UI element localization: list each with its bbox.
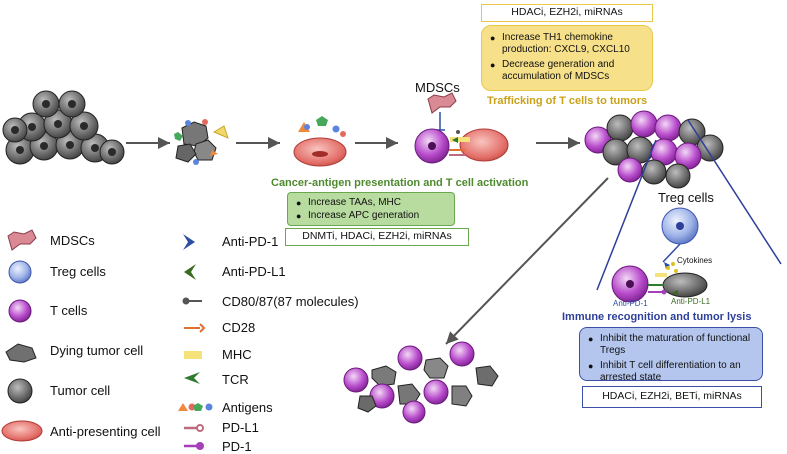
tumor-mass [2, 90, 125, 165]
antigen-dot [193, 159, 199, 165]
antigen-triangle [210, 150, 218, 156]
dying-tumor-cluster [174, 119, 229, 165]
anti-pd1-label: Anti-PD-1 [613, 299, 648, 308]
legend-label-pd1: PD-1 [222, 439, 252, 454]
cd80-icon [182, 297, 190, 305]
tcell-apc-synapse [414, 128, 509, 164]
trafficking-drug-box: HDACi, EZH2i, miRNAs [481, 4, 653, 22]
immune-bullet-list: Inhibit the maturation of functional Tre… [586, 333, 756, 384]
anti-pd1-icon [183, 234, 195, 250]
bullet-item: Decrease generation and accumulation of … [488, 59, 646, 83]
tumor-cell [69, 111, 99, 141]
legend-label-tcr: TCR [222, 372, 249, 387]
tumor-cell [58, 90, 86, 118]
immune-header: Immune recognition and tumor lysis [562, 311, 752, 323]
mhc-molecule [450, 137, 470, 142]
tumor-cell [43, 109, 73, 139]
trafficking-bullet-box: Increase TH1 chemokine production: CXCL9… [481, 25, 653, 91]
mdscs-legend-icon [7, 229, 37, 251]
antigen-pentagon [174, 132, 183, 141]
tumor-cell [2, 117, 28, 143]
legend-label-mdscs: MDSCs [50, 233, 95, 248]
legend-label-anti-pd1: Anti-PD-1 [222, 234, 279, 249]
tumor-legend-icon [7, 378, 33, 404]
antigen-triangle-icon [178, 403, 188, 411]
zoom-line [687, 119, 782, 265]
legend-label-antigens: Antigens [222, 400, 273, 415]
zoom-line [596, 139, 657, 291]
antigen-header: Cancer-antigen presentation and T cell a… [271, 177, 529, 189]
trafficking-bullet-list: Increase TH1 chemokine production: CXCL9… [488, 32, 646, 83]
bullet-item: Increase TH1 chemokine production: CXCL9… [488, 32, 646, 56]
mdsc-cell [427, 92, 457, 114]
tcr-receptor [452, 137, 458, 143]
anti-pdl1-label: Anti-PD-L1 [671, 297, 711, 306]
bullet-item: Inhibit T cell differentiation to an arr… [586, 360, 756, 384]
treg-label: Treg cells [658, 190, 714, 205]
tumor-cell [99, 139, 125, 165]
bullet-item: Increase TAAs, MHC [294, 197, 448, 209]
trafficking-header: Trafficking of T cells to tumors [487, 95, 648, 107]
treg-legend-icon [8, 260, 32, 284]
mdscs-label: MDSCs [415, 80, 460, 95]
mhc-icon [184, 351, 202, 359]
legend-icons-right [178, 234, 213, 450]
cytokines-label: Cytokines [677, 256, 713, 265]
treg-interaction [611, 207, 708, 303]
antigen-bullet-list: Increase TAAs, MHC Increase APC generati… [294, 197, 448, 222]
legend-icons-left [1, 229, 43, 442]
flow-arrow [445, 177, 609, 345]
legend-label-pdl1: PD-L1 [222, 420, 259, 435]
tcell-legend-icon [8, 299, 32, 323]
bullet-item: Increase APC generation [294, 210, 448, 222]
antigen-drug-box: DNMTi, HDACi, EZH2i, miRNAs [285, 228, 469, 246]
antigen-dot [185, 120, 191, 126]
apc-legend-icon [1, 420, 43, 442]
dying-tumor-tcell-cluster [343, 341, 499, 424]
legend-label-dying-tumor: Dying tumor cell [50, 343, 144, 358]
tumor-cell [32, 90, 60, 118]
dying-tumor-legend-icon [5, 343, 37, 363]
tcr-icon [184, 372, 200, 384]
anti-pdl1-icon [184, 264, 196, 280]
tumor-tcell-mix [584, 110, 724, 189]
legend-label-anti-pdl1: Anti-PD-L1 [222, 264, 286, 279]
antigen-dot [202, 119, 208, 125]
legend-label-apc: Anti-presenting cell [50, 424, 161, 439]
legend-label-treg: Treg cells [50, 264, 106, 279]
legend-label-cd28: CD28 [222, 320, 256, 335]
legend-label-cd80: CD80/87(87 molecules) [222, 294, 359, 309]
legend-label-mhc: MHC [222, 347, 252, 362]
bullet-item: Inhibit the maturation of functional Tre… [586, 333, 756, 357]
legend-label-tcells: T cells [50, 303, 88, 318]
immune-bullet-box: Inhibit the maturation of functional Tre… [579, 327, 763, 384]
antigen-bullet-box: Increase TAAs, MHC Increase APC generati… [287, 192, 455, 226]
antigen-presenting-cell [293, 116, 347, 167]
legend-label-tumor: Tumor cell [50, 383, 111, 398]
immune-drug-box: HDACi, EZH2i, BETi, miRNAs [582, 386, 762, 408]
